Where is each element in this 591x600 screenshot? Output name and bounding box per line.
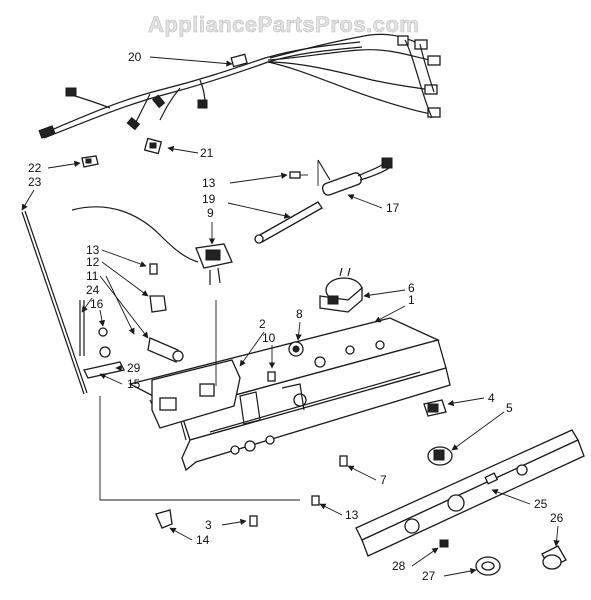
clip-part-14[interactable] bbox=[155, 509, 173, 529]
screw-part-7[interactable] bbox=[339, 455, 348, 467]
callout-27: 27 bbox=[422, 569, 436, 583]
callout-4: 4 bbox=[488, 391, 495, 405]
callout-7: 7 bbox=[380, 473, 387, 487]
callout-2: 2 bbox=[259, 317, 266, 331]
wire-harness-part-20[interactable] bbox=[38, 33, 441, 139]
callout-19: 19 bbox=[202, 192, 216, 206]
control-panel-part-25[interactable] bbox=[355, 429, 585, 557]
callout-14: 14 bbox=[196, 533, 210, 547]
callout-15: 15 bbox=[127, 377, 141, 391]
lamp-socket-part-4[interactable] bbox=[423, 399, 447, 417]
callout-20: 20 bbox=[128, 50, 142, 64]
switch-assembly[interactable] bbox=[79, 263, 184, 379]
watermark-text: AppliancePartsPros.com bbox=[148, 12, 419, 37]
screw-part-13-mid[interactable] bbox=[149, 263, 158, 275]
sensor-tube-part-19[interactable] bbox=[254, 201, 323, 244]
washer-part-16[interactable] bbox=[99, 346, 111, 358]
callout-1: 1 bbox=[408, 293, 415, 307]
callout-5: 5 bbox=[506, 401, 513, 415]
clip-part-12[interactable] bbox=[149, 295, 167, 313]
relay-part-9[interactable] bbox=[71, 206, 233, 285]
callout-24: 24 bbox=[86, 283, 100, 297]
callout-13-mid: 13 bbox=[86, 243, 100, 257]
lever-part-15[interactable] bbox=[83, 361, 125, 379]
callout-9: 9 bbox=[207, 206, 214, 220]
screw-part-13-top[interactable] bbox=[289, 171, 308, 179]
thermostat-part-6[interactable] bbox=[319, 267, 363, 313]
light-switch-part-5[interactable] bbox=[427, 446, 453, 466]
screw-part-3[interactable] bbox=[249, 515, 258, 527]
callout-16: 16 bbox=[90, 297, 104, 311]
clip-part-28[interactable] bbox=[439, 539, 449, 548]
callout-23: 23 bbox=[28, 175, 42, 189]
callout-6: 6 bbox=[408, 281, 415, 295]
callout-26: 26 bbox=[550, 511, 564, 525]
bracket-part-22[interactable] bbox=[81, 155, 99, 168]
knob-part-26[interactable] bbox=[541, 545, 567, 570]
callout-12: 12 bbox=[86, 255, 100, 269]
callout-17: 17 bbox=[386, 201, 400, 215]
callout-28: 28 bbox=[392, 559, 406, 573]
screw-part-16[interactable] bbox=[98, 327, 108, 337]
callout-8: 8 bbox=[296, 307, 303, 321]
callout-11: 11 bbox=[86, 269, 99, 283]
callout-25: 25 bbox=[534, 497, 548, 511]
clip-part-21[interactable] bbox=[143, 137, 163, 155]
callout-21: 21 bbox=[200, 146, 214, 160]
rod-part-23[interactable] bbox=[21, 210, 88, 395]
callout-3: 3 bbox=[205, 518, 212, 532]
callout-10: 10 bbox=[262, 331, 276, 345]
callout-13-low: 13 bbox=[345, 508, 359, 522]
shaft-part-11[interactable] bbox=[147, 337, 179, 363]
screw-part-10[interactable] bbox=[267, 371, 276, 382]
knob-part-27[interactable] bbox=[475, 556, 501, 576]
thermistor-part-17[interactable] bbox=[317, 157, 393, 196]
callout-22: 22 bbox=[28, 161, 42, 175]
callout-13-top: 13 bbox=[202, 176, 216, 190]
grommet-part-8[interactable] bbox=[288, 341, 304, 357]
callout-29: 29 bbox=[127, 361, 141, 375]
bracket-part-2[interactable] bbox=[151, 359, 241, 429]
screw-part-13-low[interactable] bbox=[311, 495, 320, 506]
